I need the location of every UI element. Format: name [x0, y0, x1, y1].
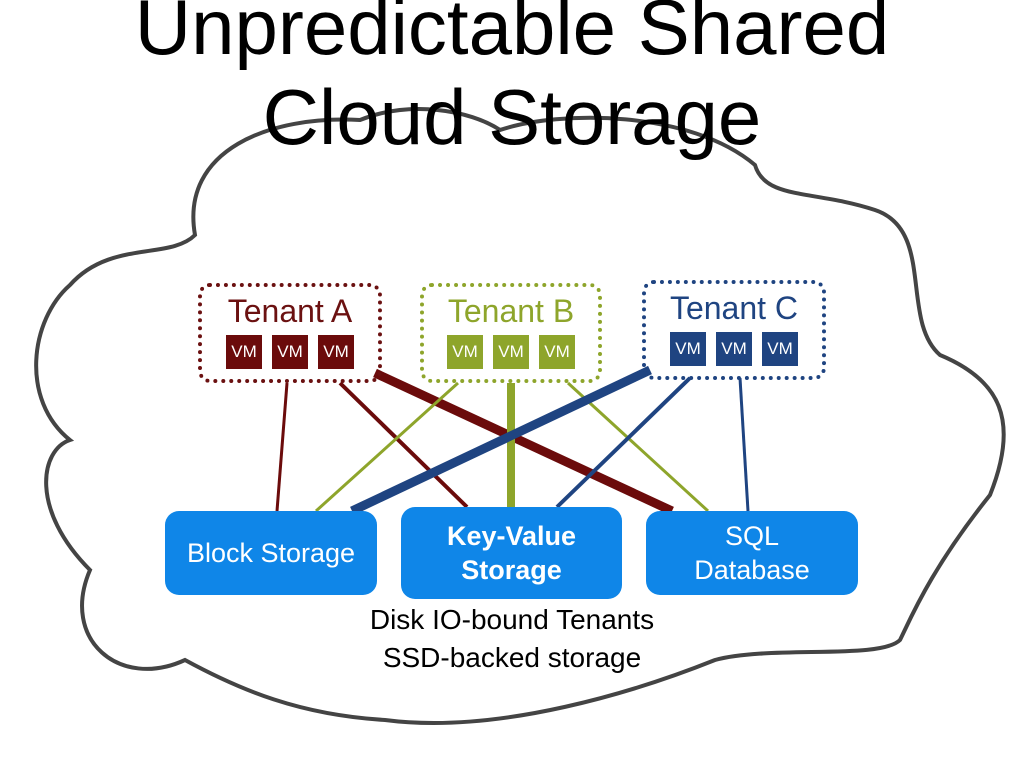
tenant-c-vm: VM [716, 332, 752, 366]
tenant-c-label: Tenant C [669, 290, 799, 326]
key-value-label-line-1: Key-Value [446, 521, 577, 551]
link-a-kv [338, 381, 469, 509]
tenant-a-vm: VM [272, 335, 308, 369]
tenant-c-vm: VM [670, 332, 706, 366]
title-line-1: Unpredictable Shared [134, 0, 890, 71]
tenant-b-group: Tenant B VM VM VM [420, 283, 602, 383]
title-line-2: Cloud Storage [262, 73, 762, 161]
link-b-block [314, 381, 460, 513]
caption-line-2: SSD-backed storage [382, 642, 642, 673]
tenant-b-label: Tenant B [447, 293, 575, 329]
tenant-c-vms: VM VM VM [646, 332, 822, 366]
tenant-b-vms: VM VM VM [424, 335, 598, 369]
key-value-storage-box: Key-Value Storage [401, 507, 622, 599]
tenant-b-vm: VM [539, 335, 575, 369]
caption-line-1: Disk IO-bound Tenants [369, 604, 655, 635]
block-storage-box: Block Storage [165, 511, 377, 595]
tenant-a-vm: VM [226, 335, 262, 369]
tenant-b-vm: VM [447, 335, 483, 369]
link-a-block [275, 382, 289, 512]
tenant-c-group: Tenant C VM VM VM [642, 280, 826, 380]
link-c-kv [555, 376, 692, 509]
slide-title: Unpredictable Shared Cloud Storage [0, 0, 1024, 162]
link-c-block [350, 365, 652, 516]
cloud-outline [34, 107, 1006, 725]
link-b-sql [566, 381, 710, 513]
tenant-c-vm: VM [762, 332, 798, 366]
link-a-sql [373, 368, 674, 516]
link-c-sql [738, 377, 750, 512]
tenant-a-label: Tenant A [227, 293, 353, 329]
sql-label-line-2: Database [694, 555, 810, 585]
sql-label-line-1: SQL [724, 521, 780, 551]
block-storage-label: Block Storage [186, 538, 356, 568]
tenant-a-vm: VM [318, 335, 354, 369]
sql-database-box: SQL Database [646, 511, 858, 595]
key-value-label-line-2: Storage [461, 555, 562, 585]
tenant-a-group: Tenant A VM VM VM [198, 283, 382, 383]
tenant-a-vms: VM VM VM [202, 335, 378, 369]
tenant-b-vm: VM [493, 335, 529, 369]
